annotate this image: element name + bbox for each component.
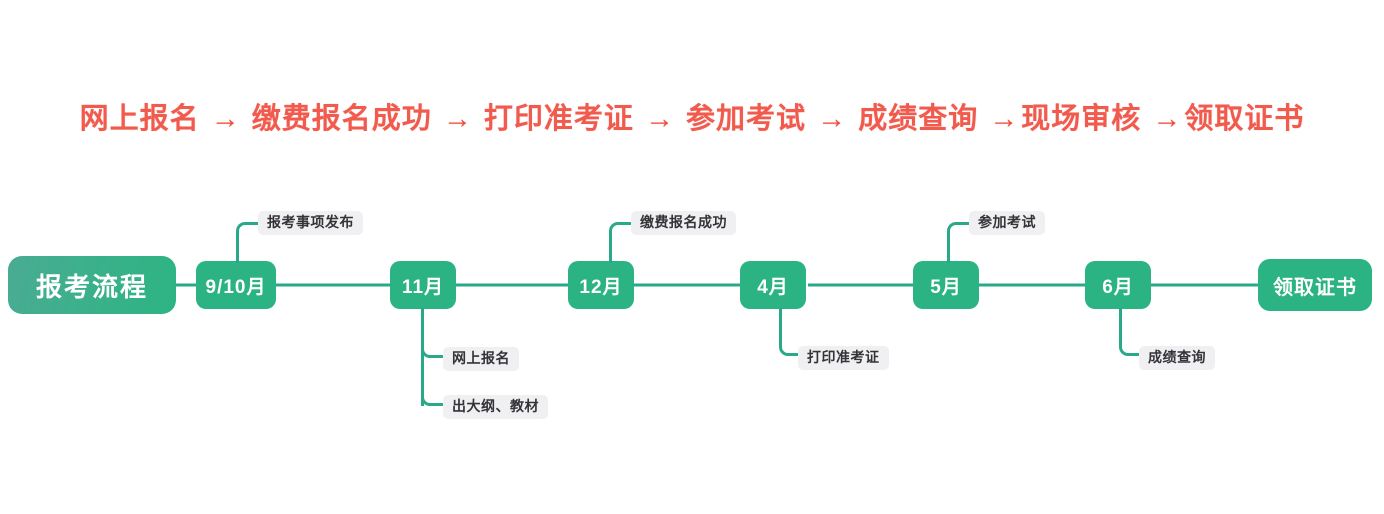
title-step-5: 成绩查询 xyxy=(858,103,979,135)
title-step-7: 领取证书 xyxy=(1184,103,1305,135)
annotation-label: 网上报名 xyxy=(452,350,510,366)
rail-segment-2-to-3 xyxy=(453,283,571,287)
branch-connector-down-11月-stub-2 xyxy=(421,388,445,406)
annotation-chip-参加考试: 参加考试 xyxy=(969,211,1045,236)
title-step-2: 缴费报名成功 xyxy=(251,103,432,135)
timeline-node-label: 4月 xyxy=(757,276,789,298)
title-step-3: 打印准考证 xyxy=(483,103,634,135)
timeline-node-4月[interactable]: 4月 xyxy=(740,261,806,309)
annotation-chip-出大纲教材: 出大纲、教材 xyxy=(443,395,548,420)
timeline-node-label: 5月 xyxy=(930,276,962,298)
rail-segment-1-to-2 xyxy=(272,283,392,287)
annotation-chip-打印准考证: 打印准考证 xyxy=(798,346,889,371)
branch-connector-down-11月-trunk xyxy=(421,308,424,406)
timeline-tail-node[interactable]: 领取证书 xyxy=(1258,259,1372,311)
annotation-chip-报考事项发布: 报考事项发布 xyxy=(258,211,363,236)
annotation-label: 打印准考证 xyxy=(807,349,880,365)
timeline-node-9-10月[interactable]: 9/10月 xyxy=(196,261,276,309)
timeline-node-label: 12月 xyxy=(579,276,623,298)
timeline-node-6月[interactable]: 6月 xyxy=(1085,261,1151,309)
rail-segment-5-to-6 xyxy=(978,283,1086,287)
annotation-label: 出大纲、教材 xyxy=(452,398,539,414)
timeline-node-11月[interactable]: 11月 xyxy=(390,261,456,309)
rail-segment-6-to-tail xyxy=(1150,283,1260,287)
rail-segment-head-to-1 xyxy=(175,283,203,287)
title-arrow-icon-2: → xyxy=(442,103,473,135)
branch-connector-up-12月 xyxy=(609,222,631,263)
timeline-head-node[interactable]: 报考流程 xyxy=(8,256,176,314)
branch-connector-down-11月-stub-1 xyxy=(421,340,445,358)
annotation-label: 成绩查询 xyxy=(1148,349,1206,365)
title-arrow-icon-1: → xyxy=(210,103,241,135)
branch-connector-up-9-10月 xyxy=(236,222,258,263)
timeline-node-label: 11月 xyxy=(401,276,445,298)
title-step-1: 网上报名 xyxy=(79,103,200,135)
title-step-6: 现场审核 xyxy=(1021,103,1142,135)
timeline-node-label: 6月 xyxy=(1102,276,1134,298)
flow-title-banner: 网上报名 → 缴费报名成功 → 打印准考证 → 参加考试 → 成绩查询 →现场审… xyxy=(0,92,1384,140)
page-title: 网上报名 → 缴费报名成功 → 打印准考证 → 参加考试 → 成绩查询 →现场审… xyxy=(80,95,1305,137)
annotation-label: 报考事项发布 xyxy=(267,214,354,230)
annotation-chip-缴费报名成功: 缴费报名成功 xyxy=(631,211,736,236)
timeline-tail-label: 领取证书 xyxy=(1273,276,1357,299)
title-arrow-icon-3: → xyxy=(644,103,675,135)
title-arrow-icon-4: → xyxy=(817,103,848,135)
title-step-4: 参加考试 xyxy=(686,103,807,135)
branch-connector-up-5月 xyxy=(947,222,969,263)
timeline-head-label: 报考流程 xyxy=(35,271,148,302)
annotation-label: 参加考试 xyxy=(978,214,1036,230)
annotation-chip-网上报名: 网上报名 xyxy=(443,347,519,372)
rail-segment-4-to-5 xyxy=(808,283,916,287)
annotation-label: 缴费报名成功 xyxy=(640,214,727,230)
title-arrow-icon-6: → xyxy=(1152,103,1183,135)
timeline-node-label: 9/10月 xyxy=(205,276,267,298)
timeline-node-5月[interactable]: 5月 xyxy=(913,261,979,309)
timeline-node-12月[interactable]: 12月 xyxy=(568,261,634,309)
rail-segment-3-to-4 xyxy=(630,283,742,287)
branch-connector-down-4月 xyxy=(779,308,801,356)
title-arrow-icon-5: → xyxy=(989,103,1020,135)
branch-connector-down-6月 xyxy=(1119,308,1141,356)
annotation-chip-成绩查询: 成绩查询 xyxy=(1139,346,1215,371)
